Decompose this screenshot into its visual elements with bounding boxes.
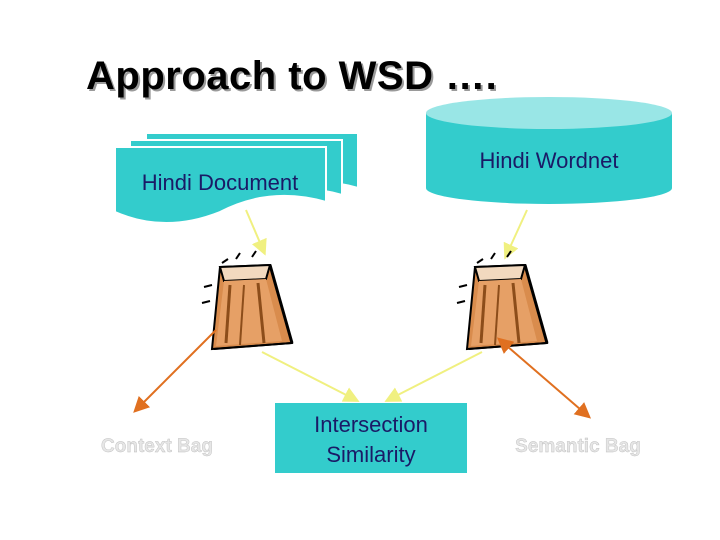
paper-bag-left-icon: [201, 250, 294, 351]
hindi-document-label: Hindi Document: [142, 170, 299, 195]
paper-bag-right-icon: [456, 250, 549, 351]
hindi-wordnet-cylinder: Hindi Wordnet: [426, 97, 672, 204]
arrow-wordnet-to-bag: [503, 209, 528, 260]
arrow-bag-to-context: [133, 329, 217, 413]
context-bag-label: Context Bag: [101, 436, 213, 457]
semantic-bag-label: Semantic Bag: [515, 436, 641, 457]
intersection-line1: Intersection: [314, 412, 428, 437]
arrow-document-to-bag: [245, 209, 267, 256]
slide-title: Approach to WSD ….: [86, 54, 498, 98]
arrow-bag-to-semantic: [496, 337, 592, 419]
arrow-right-to-intersection: [384, 351, 483, 402]
hindi-wordnet-label: Hindi Wordnet: [480, 148, 619, 173]
intersection-line2: Similarity: [326, 442, 415, 467]
intersection-similarity-box: Intersection Similarity: [275, 403, 467, 473]
hindi-document-shape: Hindi Document: [114, 132, 359, 224]
arrow-left-to-intersection: [261, 351, 360, 402]
